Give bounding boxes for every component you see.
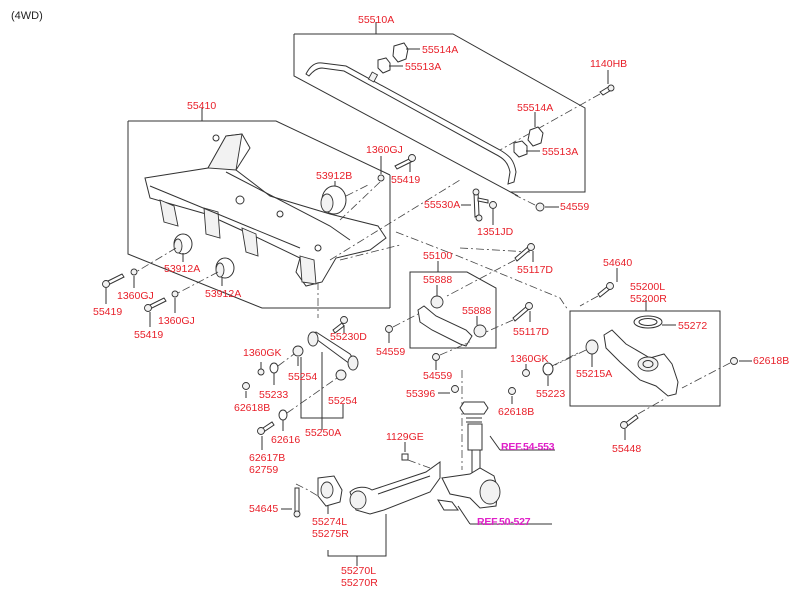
- part-label-55117D[interactable]: 55117D: [517, 264, 554, 276]
- part-label-1360GJ[interactable]: 1360GJ: [366, 144, 403, 156]
- knuckle: [437, 467, 552, 525]
- lower-arm: [554, 315, 679, 397]
- bolt-1140HB: [499, 70, 615, 151]
- part-label-55419[interactable]: 55419: [134, 329, 164, 341]
- part-label-55448[interactable]: 55448: [612, 443, 642, 455]
- bushings-53912A: [135, 233, 235, 295]
- part-label-55117D[interactable]: 55117D: [513, 326, 550, 338]
- part-label-54559[interactable]: 54559: [376, 346, 406, 358]
- guide-line: [395, 231, 569, 311]
- part-label-55254[interactable]: 55254: [288, 371, 318, 383]
- upper-arm: [385, 285, 487, 370]
- part-label-1360GK[interactable]: 1360GK: [510, 353, 549, 365]
- reference-link-54-553[interactable]: REF.54-553: [501, 441, 555, 453]
- part-label-55100[interactable]: 55100: [423, 250, 453, 262]
- part-label-62618B[interactable]: 62618B: [753, 355, 790, 367]
- part-label-55272[interactable]: 55272: [678, 320, 708, 332]
- part-label-55215A[interactable]: 55215A: [576, 368, 613, 380]
- part-label-1360GJ[interactable]: 1360GJ: [117, 290, 154, 302]
- lower-arm-bolts: [579, 268, 752, 440]
- upper-arm-group-frame: [409, 261, 497, 349]
- part-label-54559[interactable]: 54559: [423, 370, 453, 382]
- guide-line: [339, 244, 401, 261]
- part-label-55513A[interactable]: 55513A: [405, 61, 442, 73]
- part-label-55513A[interactable]: 55513A: [542, 146, 579, 158]
- part-label-1129GE[interactable]: 1129GE: [386, 431, 424, 443]
- part-label-55888[interactable]: 55888: [423, 274, 453, 286]
- variant-label: (4WD): [11, 10, 43, 22]
- shock-absorber: [459, 401, 555, 475]
- part-label-55419[interactable]: 55419: [391, 174, 421, 186]
- part-label-1360GJ[interactable]: 1360GJ: [158, 315, 195, 327]
- part-label-55233[interactable]: 55233: [259, 389, 289, 401]
- part-label-62618B[interactable]: 62618B: [498, 406, 535, 418]
- bolts-55117D: [446, 243, 535, 333]
- part-label-62616[interactable]: 62616: [271, 434, 301, 446]
- trailing-rod: [242, 316, 359, 450]
- part-label-53912A[interactable]: 53912A: [205, 288, 242, 300]
- part-label-55250A[interactable]: 55250A: [305, 427, 342, 439]
- crossmember-group-frame: [127, 108, 391, 309]
- part-label-55200L-55200R[interactable]: 55200L 55200R: [630, 281, 667, 305]
- part-label-55270L-55270R[interactable]: 55270L 55270R: [341, 565, 378, 589]
- guide-line: [459, 247, 531, 253]
- lower-arm-group-frame: [569, 300, 721, 407]
- part-label-62618B[interactable]: 62618B: [234, 402, 271, 414]
- part-label-55230D[interactable]: 55230D: [330, 331, 367, 343]
- part-label-1360GK[interactable]: 1360GK: [243, 347, 282, 359]
- bolt-55419-upper: [339, 154, 416, 221]
- nut-55396: [438, 385, 459, 394]
- bolts-55419-lower: [102, 268, 179, 327]
- part-label-55223[interactable]: 55223: [536, 388, 566, 400]
- part-label-1351JD[interactable]: 1351JD: [477, 226, 514, 238]
- part-label-55514A[interactable]: 55514A: [517, 102, 554, 114]
- part-label-54645[interactable]: 54645: [249, 503, 279, 515]
- part-label-54559[interactable]: 54559: [560, 201, 590, 213]
- part-label-55396[interactable]: 55396: [406, 388, 436, 400]
- part-label-54640[interactable]: 54640: [603, 257, 633, 269]
- part-label-53912B[interactable]: 53912B: [316, 170, 353, 182]
- part-label-55419[interactable]: 55419: [93, 306, 123, 318]
- bushing-53912B: [320, 181, 371, 215]
- part-label-55274L-55275R[interactable]: 55274L 55275R: [312, 516, 349, 540]
- part-label-55888[interactable]: 55888: [462, 305, 492, 317]
- hardware-lower-arm-inner: [508, 351, 581, 404]
- part-label-55530A[interactable]: 55530A: [424, 199, 461, 211]
- part-label-55510A[interactable]: 55510A: [358, 14, 395, 26]
- stabilizer-clamp-upper: [377, 42, 420, 74]
- part-label-55410[interactable]: 55410: [187, 100, 217, 112]
- part-label-1140HB[interactable]: 1140HB: [590, 58, 628, 70]
- reference-link-50-527[interactable]: REF.50-527: [477, 516, 531, 528]
- part-label-62617B-62759[interactable]: 62617B 62759: [249, 452, 286, 476]
- stabilizer-clamp-lower: [513, 112, 544, 158]
- part-label-53912A[interactable]: 53912A: [164, 263, 201, 275]
- stabilizer-bar: [305, 62, 517, 185]
- guide-line: [329, 179, 461, 261]
- crossmember: [144, 133, 387, 287]
- stabilizer-link: [461, 188, 559, 225]
- part-label-55514A[interactable]: 55514A: [422, 44, 459, 56]
- stabilizer-bar-group-frame: [293, 22, 586, 197]
- part-label-55254[interactable]: 55254: [328, 395, 358, 407]
- trailing-arm: [281, 442, 441, 566]
